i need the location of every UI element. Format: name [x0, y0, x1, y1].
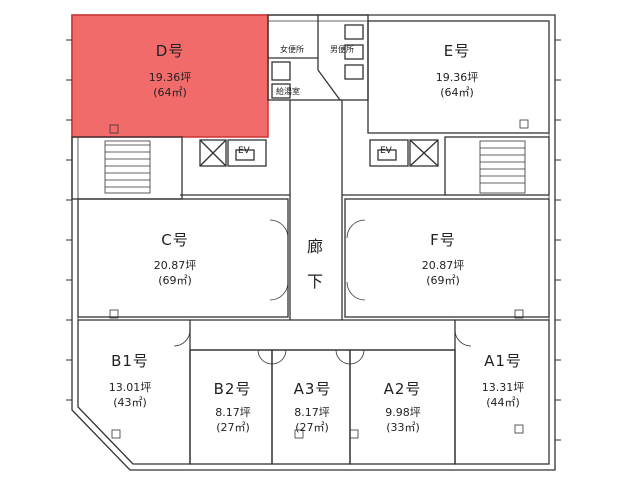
room-C-outline [77, 198, 289, 318]
building-outline [71, 14, 556, 471]
room-A1-tsubo: 13.31坪 [481, 381, 525, 394]
room-D-outline [71, 14, 269, 138]
room-B2-area: 8.17坪 (27㎡) [198, 405, 268, 435]
corridor-label-2: 下 [307, 272, 324, 291]
womens-restroom-label: 女便所 [280, 45, 304, 54]
room-F-outline [344, 198, 550, 318]
room-E-name: E号 [443, 42, 471, 60]
room-C-tsubo: 20.87坪 [153, 259, 197, 272]
ev-right-label: EV [380, 146, 392, 156]
room-A3-tsubo: 8.17坪 [294, 406, 330, 419]
room-E-tsubo: 19.36坪 [435, 71, 479, 84]
mens-restroom-label: 男便所 [330, 45, 354, 54]
room-F-sqm: (69㎡) [426, 274, 460, 287]
room-D-area: 19.36坪 (64㎡) [135, 70, 205, 100]
room-A3-area: 8.17坪 (27㎡) [277, 405, 347, 435]
room-F-area: 20.87坪 (69㎡) [408, 258, 478, 288]
room-B2-sqm: (27㎡) [216, 421, 250, 434]
room-B1-sqm: (43㎡) [113, 396, 147, 409]
ev-left-label: EV [238, 146, 250, 156]
room-A1-sqm: (44㎡) [486, 396, 520, 409]
room-E-area: 19.36坪 (64㎡) [422, 70, 492, 100]
room-B1-name: B1号 [111, 352, 149, 370]
room-B1-area: 13.01坪 (43㎡) [95, 380, 165, 410]
room-B2-name: B2号 [213, 380, 252, 398]
room-A2-name: A2号 [383, 380, 422, 398]
room-A1-outline [454, 319, 550, 465]
room-C-sqm: (69㎡) [158, 274, 192, 287]
room-A3-sqm: (27㎡) [295, 421, 329, 434]
room-E-outline [367, 20, 550, 134]
room-F-tsubo: 20.87坪 [421, 259, 465, 272]
room-A2-tsubo: 9.98坪 [385, 406, 421, 419]
room-A1-area: 13.31坪 (44㎡) [468, 380, 538, 410]
room-E-sqm: (64㎡) [440, 86, 474, 99]
room-D-sqm: (64㎡) [153, 86, 187, 99]
room-B1-outline [77, 319, 191, 465]
room-C-area: 20.87坪 (69㎡) [140, 258, 210, 288]
room-F-name: F号 [430, 231, 456, 249]
room-B1-tsubo: 13.01坪 [108, 381, 152, 394]
room-A1-name: A1号 [484, 352, 522, 370]
room-C-name: C号 [161, 231, 189, 249]
kitchenette-label: 給湯室 [276, 87, 300, 96]
room-B2-tsubo: 8.17坪 [215, 406, 251, 419]
room-A2-area: 9.98坪 (33㎡) [368, 405, 438, 435]
room-D-name: D号 [155, 42, 185, 60]
room-A2-sqm: (33㎡) [386, 421, 420, 434]
room-D-tsubo: 19.36坪 [148, 71, 192, 84]
corridor-label-1: 廊 [307, 237, 324, 256]
room-A3-name: A3号 [293, 380, 332, 398]
